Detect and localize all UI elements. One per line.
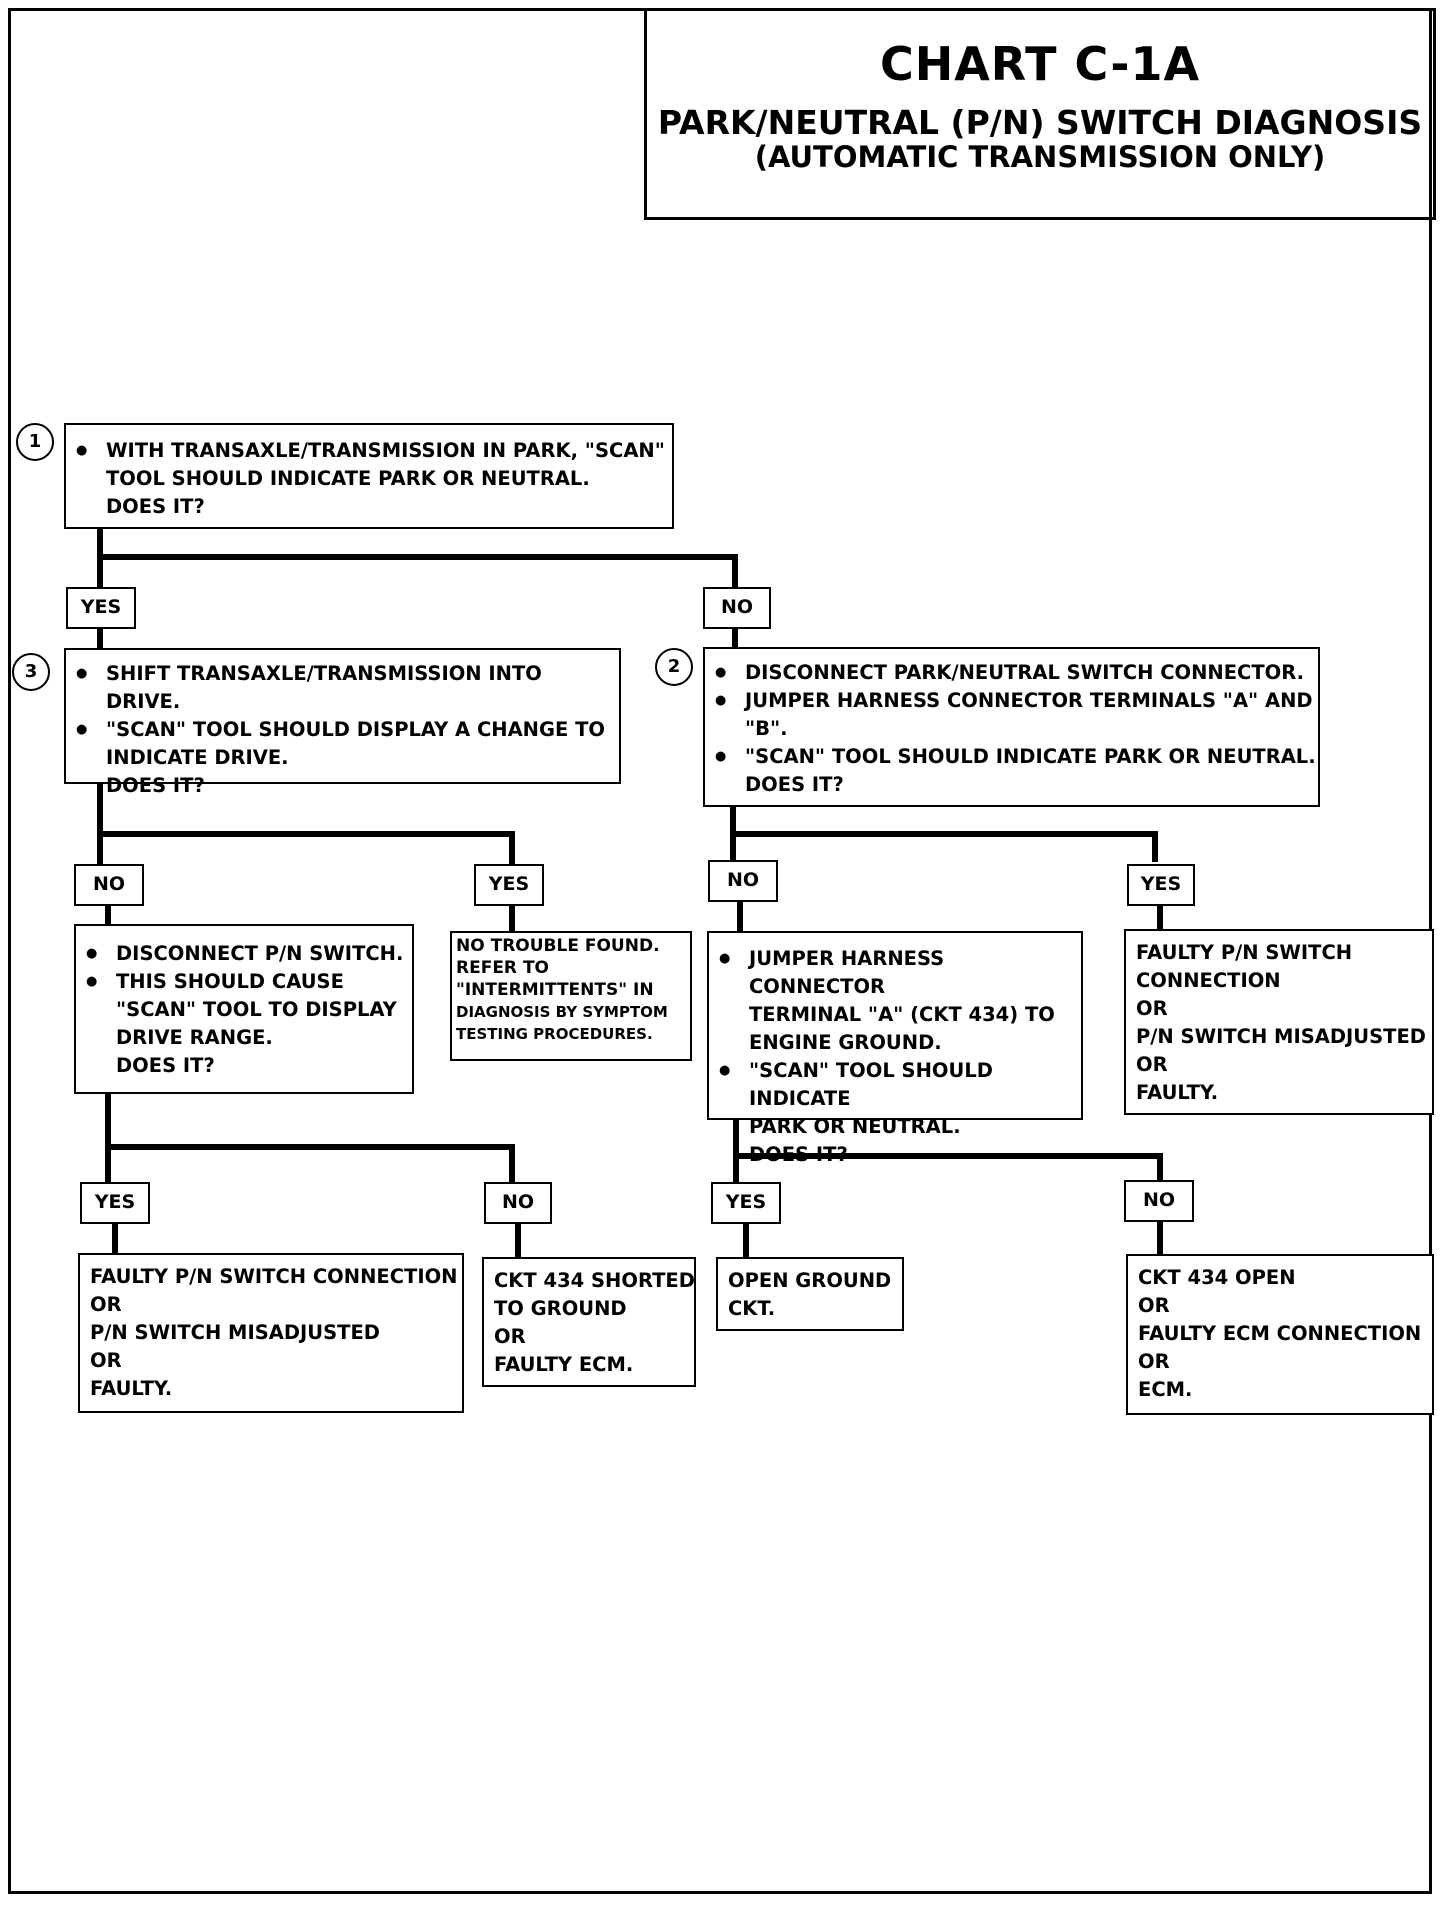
result-faulty-switch-left: FAULTY P/N SWITCH CONNECTION OR P/N SWIT… xyxy=(78,1253,464,1413)
box1-line-2: TOOL SHOULD INDICATE PARK OR NEUTRAL. xyxy=(106,467,590,490)
open-ground-line-1: OPEN GROUND xyxy=(728,1269,892,1292)
ckt-open-line-2: OR xyxy=(1138,1294,1170,1317)
faulty-right-line-6: FAULTY. xyxy=(1136,1081,1219,1104)
ckt-open-line-1: CKT 434 OPEN xyxy=(1138,1266,1296,1289)
result-ckt-open: CKT 434 OPEN OR FAULTY ECM CONNECTION OR… xyxy=(1126,1254,1434,1415)
step-marker-2: 2 xyxy=(655,648,693,686)
decision-box-5: JUMPER HARNESS CONNECTOR TERMINAL "A" (C… xyxy=(707,931,1083,1166)
box3-line-4: DOES IT? xyxy=(106,774,205,797)
box1-line-3: DOES IT? xyxy=(106,495,205,518)
faulty-left-line-3: P/N SWITCH MISADJUSTED xyxy=(90,1321,380,1344)
ckt-open-line-5: ECM. xyxy=(1138,1378,1193,1401)
decision-box-3: SHIFT TRANSAXLE/TRANSMISSION INTO DRIVE.… xyxy=(64,648,621,797)
label-no-1: NO xyxy=(703,587,771,629)
box1-line-1: WITH TRANSAXLE/TRANSMISSION IN PARK, "SC… xyxy=(66,437,672,465)
box3-line-1: SHIFT TRANSAXLE/TRANSMISSION INTO DRIVE. xyxy=(66,660,619,716)
faulty-right-line-5: OR xyxy=(1136,1053,1168,1076)
box4-line-1: DISCONNECT P/N SWITCH. xyxy=(76,940,412,968)
decision-box-2: DISCONNECT PARK/NEUTRAL SWITCH CONNECTOR… xyxy=(703,647,1320,807)
box3-line-2: "SCAN" TOOL SHOULD DISPLAY A CHANGE TO xyxy=(66,716,619,744)
chart-title-box: CHART C-1A PARK/NEUTRAL (P/N) SWITCH DIA… xyxy=(644,8,1436,220)
faulty-left-line-1: FAULTY P/N SWITCH CONNECTION xyxy=(90,1265,458,1288)
connector-box1 xyxy=(97,528,738,587)
no-trouble-line-5: TESTING PROCEDURES. xyxy=(456,1025,653,1043)
box2-line-4: "SCAN" TOOL SHOULD INDICATE PARK OR NEUT… xyxy=(705,743,1318,771)
ckt-shorted-line-2: TO GROUND xyxy=(494,1297,627,1320)
no-trouble-line-1: NO TROUBLE FOUND. xyxy=(456,936,660,956)
open-ground-line-2: CKT. xyxy=(728,1297,776,1320)
result-ckt-shorted: CKT 434 SHORTED TO GROUND OR FAULTY ECM. xyxy=(482,1257,696,1387)
ckt-open-line-4: OR xyxy=(1138,1350,1170,1373)
no-trouble-line-2: REFER TO xyxy=(456,958,549,978)
no-trouble-line-4: DIAGNOSIS BY SYMPTOM xyxy=(456,1003,668,1021)
box2-line-3: "B". xyxy=(745,717,788,740)
faulty-left-line-5: FAULTY. xyxy=(90,1377,173,1400)
step-marker-1: 1 xyxy=(16,423,54,461)
ckt-open-line-3: FAULTY ECM CONNECTION xyxy=(1138,1322,1422,1345)
label-no-5: NO xyxy=(1124,1180,1194,1222)
faulty-left-line-4: OR xyxy=(90,1349,122,1372)
box2-line-1: DISCONNECT PARK/NEUTRAL SWITCH CONNECTOR… xyxy=(705,659,1318,687)
label-yes-5: YES xyxy=(711,1182,781,1224)
box5-line-2: TERMINAL "A" (CKT 434) TO xyxy=(749,1003,1055,1026)
faulty-right-line-1: FAULTY P/N SWITCH xyxy=(1136,941,1353,964)
label-yes-2: YES xyxy=(1127,864,1195,906)
ckt-shorted-line-1: CKT 434 SHORTED xyxy=(494,1269,695,1292)
faulty-right-line-4: P/N SWITCH MISADJUSTED xyxy=(1136,1025,1426,1048)
result-no-trouble-found: NO TROUBLE FOUND. REFER TO "INTERMITTENT… xyxy=(450,931,692,1061)
box5-line-6: DOES IT? xyxy=(749,1143,848,1166)
label-yes-1: YES xyxy=(66,587,136,629)
label-no-3: NO xyxy=(74,864,144,906)
chart-subtitle: PARK/NEUTRAL (P/N) SWITCH DIAGNOSIS xyxy=(657,103,1423,142)
box4-line-3: "SCAN" TOOL TO DISPLAY xyxy=(116,998,397,1021)
box4-line-5: DOES IT? xyxy=(116,1054,215,1077)
result-faulty-switch-right: FAULTY P/N SWITCH CONNECTION OR P/N SWIT… xyxy=(1124,929,1434,1115)
box5-line-5: PARK OR NEUTRAL. xyxy=(749,1115,961,1138)
faulty-right-line-3: OR xyxy=(1136,997,1168,1020)
box4-line-2: THIS SHOULD CAUSE xyxy=(76,968,412,996)
step-marker-3: 3 xyxy=(12,653,50,691)
label-yes-3: YES xyxy=(474,864,544,906)
box4-line-4: DRIVE RANGE. xyxy=(116,1026,273,1049)
faulty-right-line-2: CONNECTION xyxy=(1136,969,1281,992)
decision-box-4: DISCONNECT P/N SWITCH. THIS SHOULD CAUSE… xyxy=(74,924,414,1094)
chart-title: CHART C-1A xyxy=(879,37,1201,91)
box5-line-3: ENGINE GROUND. xyxy=(749,1031,942,1054)
label-no-2: NO xyxy=(708,860,778,902)
ckt-shorted-line-3: OR xyxy=(494,1325,526,1348)
decision-box-1: WITH TRANSAXLE/TRANSMISSION IN PARK, "SC… xyxy=(64,423,674,529)
no-trouble-line-3: "INTERMITTENTS" IN xyxy=(456,980,654,1000)
box3-line-3: INDICATE DRIVE. xyxy=(106,746,289,769)
box2-line-5: DOES IT? xyxy=(745,773,844,796)
label-no-4: NO xyxy=(484,1182,552,1224)
box2-line-2: JUMPER HARNESS CONNECTOR TERMINALS "A" A… xyxy=(705,687,1318,715)
faulty-left-line-2: OR xyxy=(90,1293,122,1316)
box5-line-4: "SCAN" TOOL SHOULD INDICATE xyxy=(709,1057,1081,1113)
box5-line-1: JUMPER HARNESS CONNECTOR xyxy=(709,945,1081,1001)
result-open-ground: OPEN GROUND CKT. xyxy=(716,1257,904,1331)
ckt-shorted-line-4: FAULTY ECM. xyxy=(494,1353,634,1376)
chart-subtitle-note: (AUTOMATIC TRANSMISSION ONLY) xyxy=(754,140,1326,174)
label-yes-4: YES xyxy=(80,1182,150,1224)
